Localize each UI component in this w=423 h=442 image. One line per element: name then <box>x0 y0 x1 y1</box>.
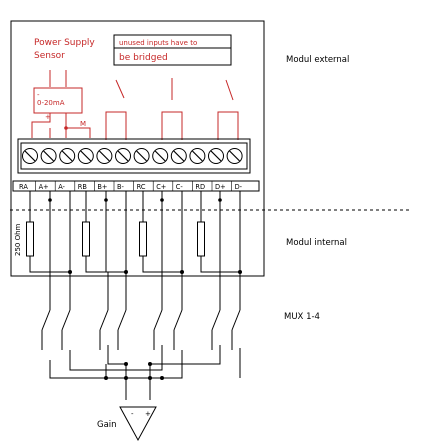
mux-switch-blade <box>117 309 127 331</box>
terminal-block-inner <box>20 142 248 170</box>
terminal-label-strip <box>12 180 260 192</box>
terminal-label: C- <box>176 183 184 191</box>
terminal-screw <box>208 148 224 164</box>
m-label: M <box>80 120 86 128</box>
mux-switch-blade <box>99 309 109 331</box>
mux-switches <box>41 272 241 350</box>
terminal-label: D+ <box>215 183 226 191</box>
terminal-label: C+ <box>156 183 166 191</box>
terminal-block-outer <box>17 138 251 174</box>
terminal-screw <box>189 148 206 164</box>
terminal-label: RD <box>195 183 205 191</box>
terminal-screw <box>40 148 57 164</box>
module-external-label: Modul external <box>286 55 349 65</box>
terminal-screw <box>115 148 131 164</box>
module-internal-label: Modul internal <box>286 238 347 248</box>
junction-dot <box>48 198 52 202</box>
mux-switch-blade <box>153 309 163 331</box>
junction-red-1 <box>64 126 68 130</box>
gain-label: Gain <box>97 420 117 430</box>
junction-dot <box>104 198 108 202</box>
junction-dot <box>218 198 222 202</box>
mux-switch-blade <box>173 309 183 331</box>
unused-note-line1: unused inputs have to <box>119 39 197 47</box>
terminal-label: RB <box>78 183 88 191</box>
resistor-return <box>29 256 70 273</box>
amp-plus: + <box>145 410 151 418</box>
terminal-screw <box>152 148 169 164</box>
mux-label: MUX 1-4 <box>284 312 320 322</box>
terminal-label: RA <box>19 183 28 191</box>
bridge-jumpers <box>105 78 239 140</box>
mux-switch-blade <box>231 309 241 331</box>
mux-switch-blade <box>211 309 221 331</box>
current-label: 0-20mA <box>37 99 65 107</box>
terminal-label: A+ <box>39 183 49 191</box>
terminal-label: D- <box>235 183 243 191</box>
source-wire-2 <box>65 113 91 138</box>
resistor-label: 250 Ohm <box>14 223 22 256</box>
unused-inputs-note-box <box>113 34 232 66</box>
terminal-label: RC <box>137 183 146 191</box>
terminal-labels: RA A+ A- RB B+ B- RC C+ C- RD D+ D- <box>19 181 243 191</box>
terminal-screw <box>77 148 94 164</box>
module-housing <box>10 20 265 277</box>
channel-wires <box>26 191 242 274</box>
resistor-return <box>85 256 126 273</box>
terminal-label: B- <box>117 183 125 191</box>
current-minus: - <box>37 91 40 99</box>
terminal-screws <box>22 148 243 164</box>
terminal-screw <box>59 148 76 164</box>
resistor <box>197 221 205 257</box>
source-wire-1 <box>31 113 51 138</box>
resistor <box>139 221 147 257</box>
junction-dot <box>160 198 164 202</box>
unused-note-line2: be bridged <box>119 53 168 63</box>
mux-switch-blade <box>61 309 71 331</box>
current-plus: + <box>45 113 51 121</box>
terminal-screw <box>226 148 243 164</box>
resistor-return <box>200 256 240 273</box>
sensor-label-line1: Power Supply <box>34 38 95 48</box>
mux-output-bus <box>49 345 241 400</box>
current-source-inner <box>33 87 83 114</box>
resistor <box>26 221 34 257</box>
sensor-label-line2: Sensor <box>34 51 65 61</box>
terminal-screw <box>170 148 187 164</box>
amplifier-triangle <box>119 406 157 442</box>
terminal-label: B+ <box>97 183 107 191</box>
mux-switch-blade <box>41 309 51 331</box>
terminal-screw <box>22 148 38 164</box>
terminal-screw <box>133 148 150 164</box>
terminal-label: A- <box>58 183 65 191</box>
amp-minus: - <box>131 410 134 418</box>
terminal-screw <box>96 148 113 164</box>
resistor <box>82 221 90 257</box>
resistor-return <box>142 256 182 273</box>
